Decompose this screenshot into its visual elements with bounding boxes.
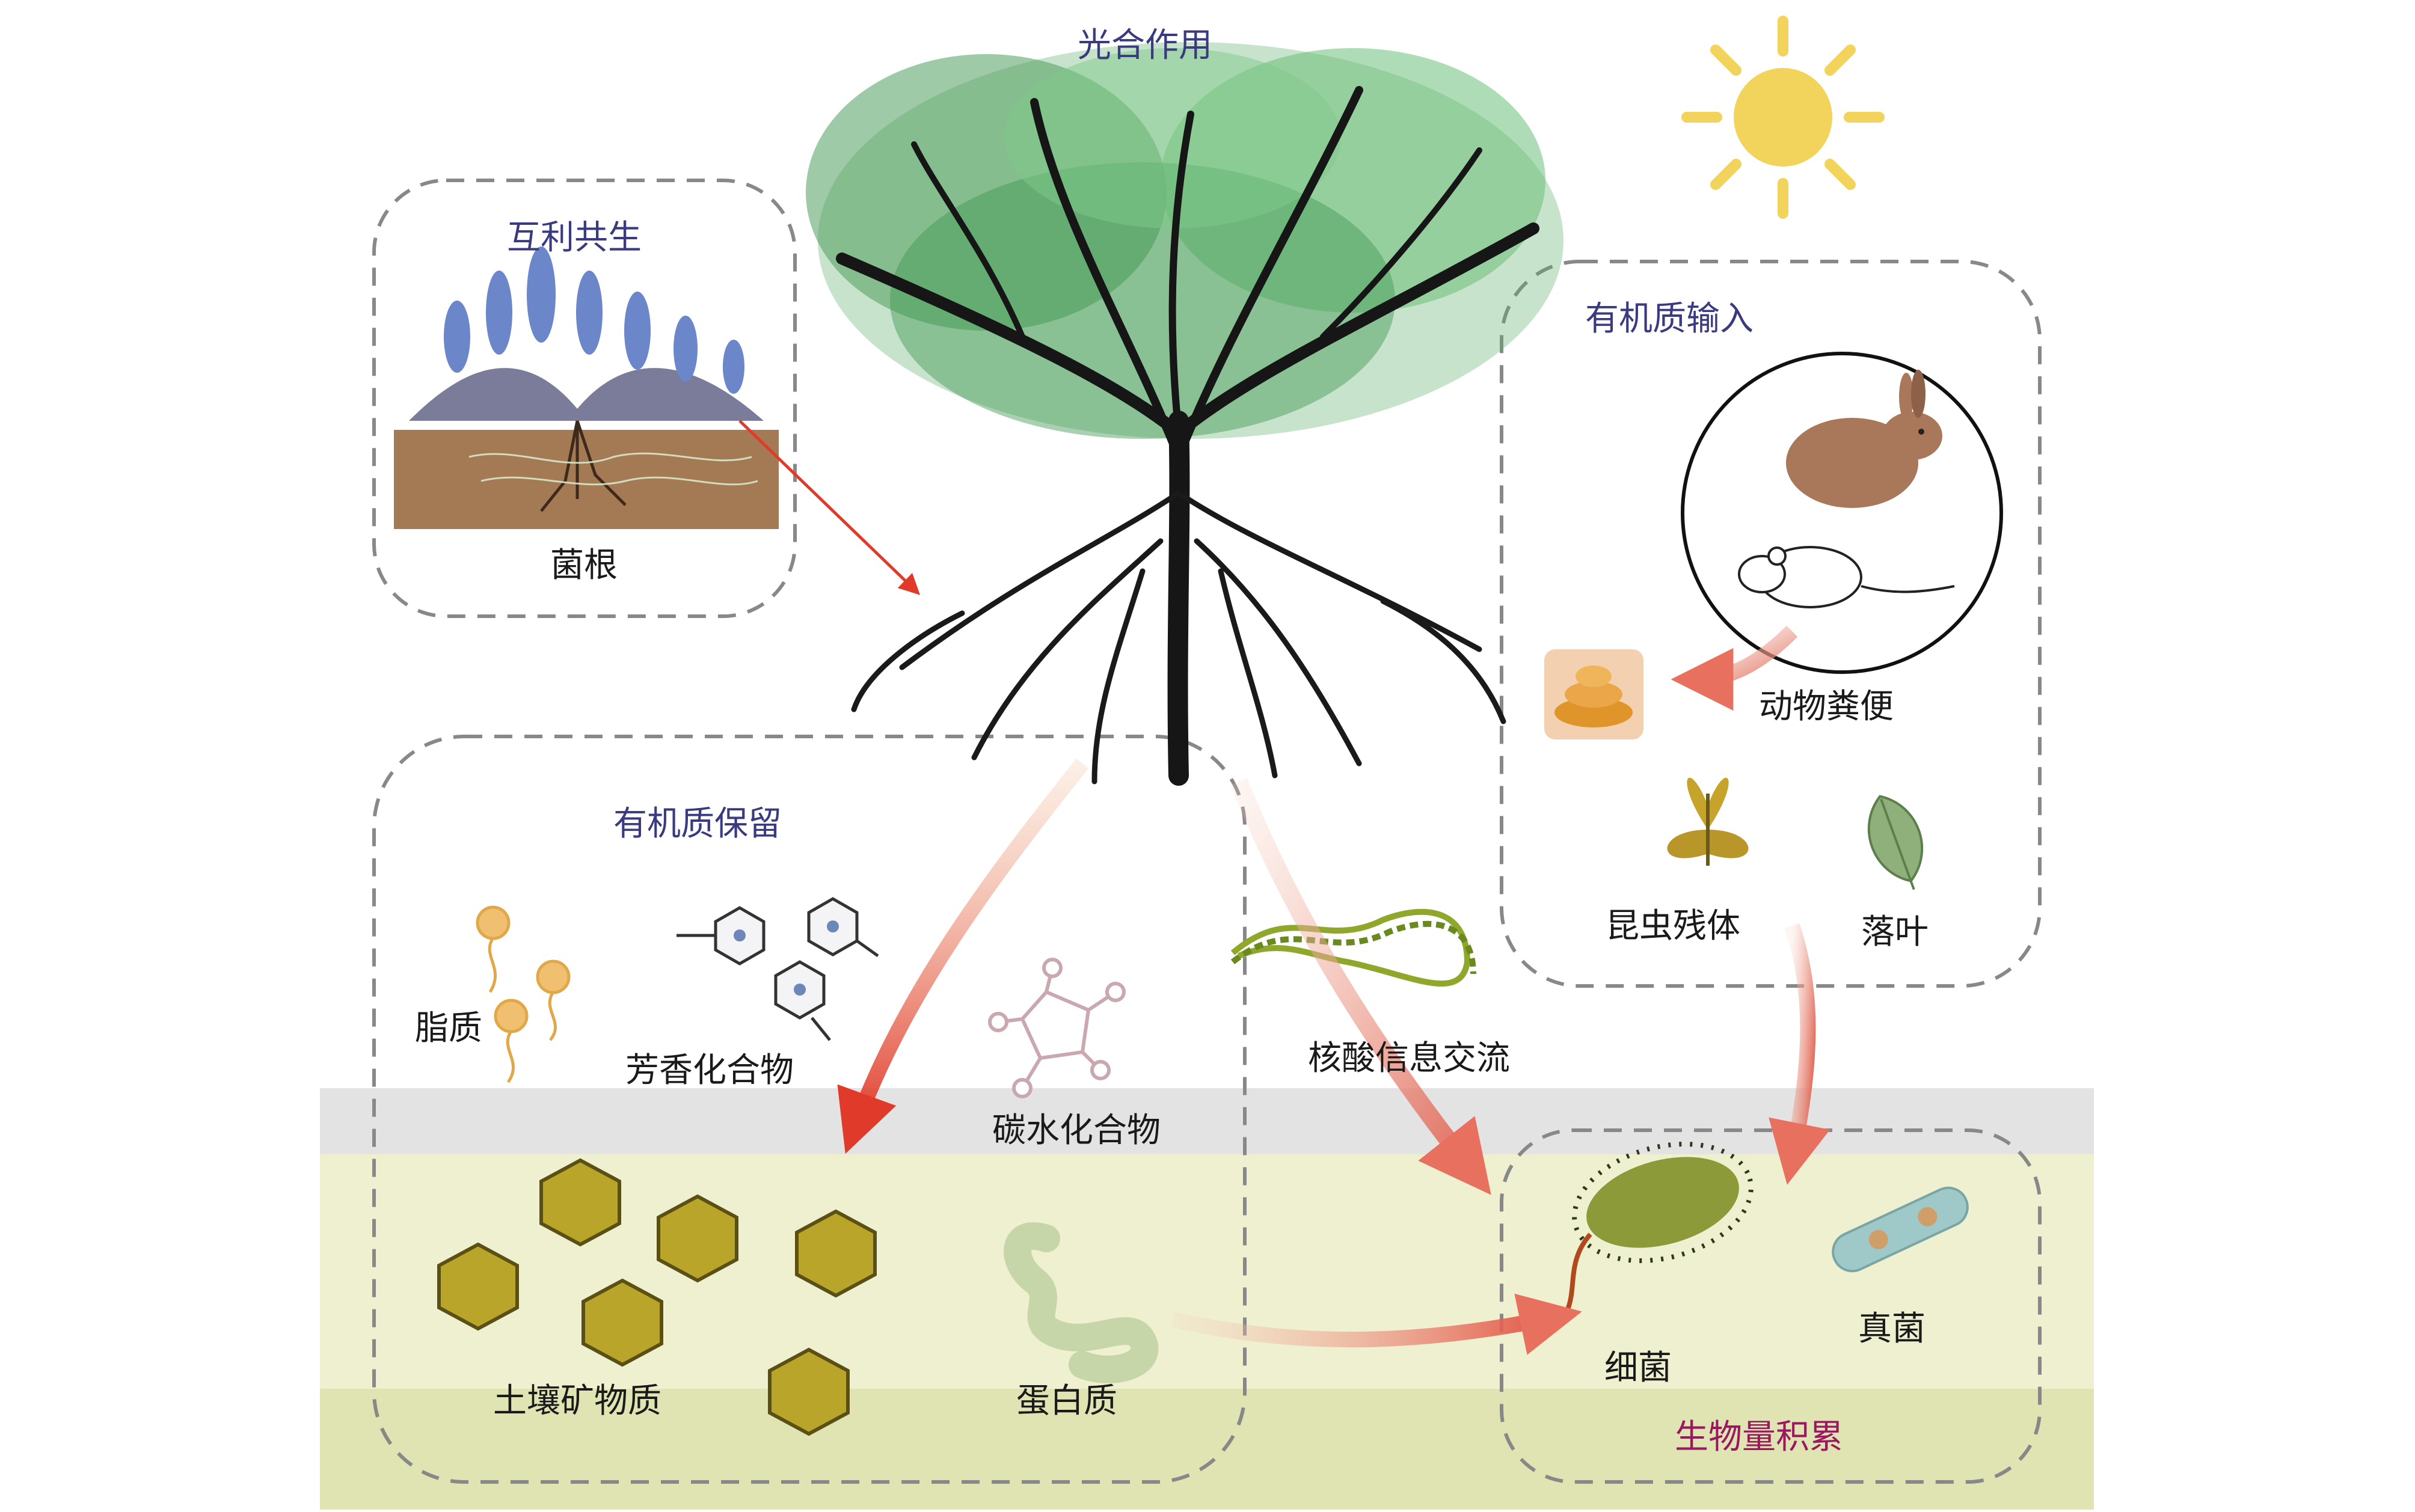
label-biomass-accum: 生物量积累 (1675, 1418, 1843, 1457)
label-om-retention: 有机质保留 (613, 804, 782, 843)
panel-mutualism (372, 179, 797, 618)
label-om-input: 有机质输入 (1585, 299, 1754, 338)
label-leaf-litter: 落叶 (1861, 913, 1929, 952)
arrow-protein-to-bacteria (1171, 1293, 1582, 1355)
label-soil-minerals: 土壤矿物质 (493, 1382, 661, 1421)
label-protein: 蛋白质 (1016, 1382, 1117, 1421)
sun-icon (1681, 16, 1885, 219)
arrow-input-to-biomass (1769, 923, 1830, 1185)
protein-icon (1004, 1222, 1159, 1383)
panel-om-retention (372, 735, 1247, 1484)
label-lipids: 脂质 (415, 1009, 482, 1048)
moth-icon (1667, 777, 1749, 866)
label-nucleic-exchange: 核酸信息交流 (1308, 1039, 1510, 1078)
background-band-grey (320, 1088, 2094, 1154)
label-fungi: 真菌 (1858, 1309, 1926, 1348)
arrow-animal-to-feces (1671, 625, 1798, 711)
label-carbohydrates: 碳水化合物 (992, 1111, 1161, 1150)
mineral-icon (437, 1158, 877, 1436)
fungus-icon (1832, 1186, 1969, 1273)
carbohydrate-icon (988, 958, 1126, 1098)
label-photosynthesis: 光合作用 (1078, 26, 1212, 65)
animal-circle (1681, 352, 2003, 674)
dna-icon (1230, 908, 1476, 987)
label-mutualism: 互利共生 (507, 218, 642, 257)
label-mycorrhiza: 菌根 (550, 546, 618, 585)
mycorrhiza-icon (394, 246, 779, 529)
arrow-mycorrhiza-to-root (738, 420, 921, 595)
label-insect-remains: 昆虫残体 (1606, 907, 1740, 946)
tree-icon (806, 42, 1563, 786)
panel-om-input (1500, 260, 2042, 988)
arrow-root-to-retention (837, 758, 1089, 1154)
feces-icon (1544, 649, 1643, 739)
background-soil-dark (320, 1389, 2094, 1510)
aromatic-icon (677, 897, 879, 1041)
lipid-icon (476, 905, 571, 1083)
mouse-icon (1738, 546, 1955, 608)
rabbit-icon (1786, 370, 1942, 508)
label-animal-feces: 动物粪便 (1759, 687, 1894, 726)
label-aromatics: 芳香化合物 (625, 1051, 794, 1090)
arrow-root-to-biomass (1230, 778, 1491, 1195)
leaf-icon (1867, 795, 1924, 890)
label-bacteria: 细菌 (1604, 1348, 1672, 1388)
